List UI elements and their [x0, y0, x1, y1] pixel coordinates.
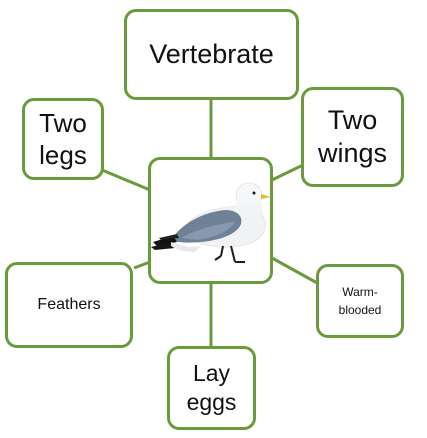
- node-feathers: Feathers: [5, 262, 133, 348]
- node-lay-eggs: Lay eggs: [167, 346, 256, 430]
- connector-two-wings: [272, 165, 303, 180]
- node-vertebrate-label: Vertebrate: [149, 39, 274, 70]
- node-two-wings: Two wings: [301, 87, 404, 187]
- node-two-legs-label: Two legs: [39, 107, 87, 171]
- connector-two-legs: [102, 170, 150, 190]
- seagull-image: [151, 160, 270, 281]
- connector-warm-blooded: [272, 258, 319, 284]
- node-vertebrate: Vertebrate: [124, 9, 299, 100]
- node-lay-eggs-label: Lay eggs: [187, 359, 237, 417]
- node-warm-blooded: Warm- blooded: [316, 264, 404, 338]
- node-warm-blooded-label: Warm- blooded: [339, 283, 382, 319]
- node-feathers-label: Feathers: [37, 296, 100, 314]
- node-center-bird: [148, 157, 273, 284]
- node-two-legs: Two legs: [22, 98, 104, 180]
- node-two-wings-label: Two wings: [318, 104, 387, 170]
